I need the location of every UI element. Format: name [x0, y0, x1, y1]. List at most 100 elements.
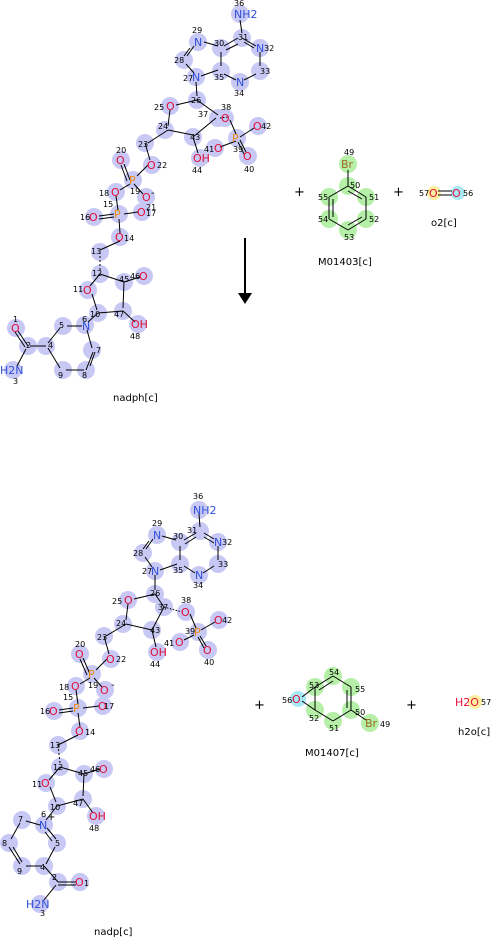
atom-o11: O: [83, 284, 92, 297]
atom-n32: N: [256, 42, 264, 55]
svg-text:26: 26: [150, 589, 160, 598]
svg-text:38: 38: [221, 103, 231, 112]
atom-o41-b: O: [175, 636, 184, 649]
svg-text:5: 5: [59, 321, 64, 330]
svg-text:8: 8: [82, 371, 87, 380]
atom-n34-b: N: [195, 569, 203, 582]
atom-o21-b: O: [100, 684, 109, 697]
h2o-molecule: H2O 57 h2o[c]: [455, 695, 491, 738]
svg-text:10: 10: [90, 310, 100, 319]
plus-sign-2: +: [393, 185, 404, 200]
svg-text:18: 18: [99, 189, 109, 198]
svg-text:55: 55: [355, 685, 365, 694]
nadph-molecule: NH2 N N N N O O P O O O OH O O P O O - O…: [0, 0, 274, 404]
svg-text:50: 50: [350, 181, 360, 190]
svg-text:5: 5: [55, 839, 60, 848]
atom-nh2: NH2: [234, 8, 258, 21]
svg-text:41: 41: [204, 145, 214, 154]
svg-text:9: 9: [17, 867, 22, 876]
svg-text:19: 19: [130, 187, 140, 196]
svg-text:45: 45: [119, 275, 129, 284]
svg-text:39: 39: [185, 627, 195, 636]
atom-o38-b: O: [181, 606, 190, 619]
svg-text:42: 42: [222, 616, 232, 625]
svg-text:42: 42: [261, 122, 271, 131]
svg-text:17: 17: [146, 209, 156, 218]
nadp-atom-numbers: 36 31 32 33 34 35 30 29 28 27 26 25 37 3…: [2, 492, 232, 918]
atom-o25: O: [166, 100, 175, 113]
atom-o1-b: O: [75, 876, 84, 889]
atom-p39-b: P: [194, 626, 201, 639]
svg-text:27: 27: [183, 74, 193, 83]
svg-text:7: 7: [18, 815, 23, 824]
svg-text:46: 46: [90, 765, 100, 774]
atom-n32-b: N: [214, 536, 222, 549]
svg-text:55: 55: [318, 193, 328, 202]
svg-text:29: 29: [152, 519, 162, 528]
svg-text:38: 38: [181, 596, 191, 605]
svg-text:15: 15: [63, 693, 73, 702]
svg-text:48: 48: [89, 824, 99, 833]
svg-text:9: 9: [58, 371, 63, 380]
o2-molecule: 57 O O 56 o2[c]: [419, 186, 473, 229]
svg-text:16: 16: [80, 213, 90, 222]
svg-text:13: 13: [91, 247, 101, 256]
svg-text:54: 54: [318, 215, 328, 224]
atom-o20: O: [116, 154, 125, 167]
atom-o16-b: O: [49, 705, 58, 718]
svg-text:29: 29: [192, 26, 202, 35]
svg-text:13: 13: [50, 741, 60, 750]
atom-o1: O: [11, 322, 20, 335]
atom-n29-b: N: [153, 529, 161, 542]
svg-text:30: 30: [173, 532, 183, 541]
svg-text:14: 14: [124, 234, 134, 243]
svg-text:11: 11: [32, 780, 42, 789]
svg-text:6: 6: [82, 315, 87, 324]
svg-text:51: 51: [329, 724, 339, 733]
label-m01403: M01403[c]: [318, 257, 372, 268]
atom-h2n: H2N: [0, 364, 24, 377]
atom-n6-b: N: [39, 819, 47, 832]
atom-oh44: OH: [193, 152, 210, 165]
atom-oh44-b: OH: [150, 646, 167, 659]
svg-text:12: 12: [53, 763, 63, 772]
atom-n34: N: [236, 76, 244, 89]
m01407-molecule: 56 O 53 54 55 50 51 52 Br 49 M01407[c]: [282, 667, 390, 759]
svg-text:56: 56: [282, 696, 292, 705]
atom-o11-b: O: [41, 777, 50, 790]
svg-text:41: 41: [164, 639, 174, 648]
label-nadp: nadp[c]: [94, 927, 133, 937]
plus-sign-4: +: [406, 698, 417, 713]
atom-br49: Br: [341, 158, 354, 171]
charge-minus-bottom: -: [111, 680, 115, 691]
svg-text:15: 15: [103, 200, 113, 209]
svg-text:2: 2: [52, 873, 57, 882]
svg-text:4: 4: [40, 863, 45, 872]
atom-o42-b: O: [214, 614, 223, 627]
atom-oh48-b: OH: [89, 810, 106, 823]
svg-text:14: 14: [85, 728, 95, 737]
svg-text:32: 32: [264, 44, 274, 53]
svg-text:47: 47: [114, 310, 124, 319]
svg-text:7: 7: [96, 346, 101, 355]
svg-text:47: 47: [73, 799, 83, 808]
m01403-molecule: Br 49 50 51 52 53 54 55 M01403[c]: [318, 148, 379, 268]
svg-text:31: 31: [187, 526, 197, 535]
atom-o14: O: [115, 231, 124, 244]
atom-o14-b: O: [75, 725, 84, 738]
svg-text:28: 28: [133, 549, 143, 558]
atom-o25-b: O: [124, 594, 133, 607]
atom-n27: N: [192, 71, 200, 84]
svg-text:35: 35: [214, 73, 224, 82]
svg-text:3: 3: [40, 909, 45, 918]
atom-p19-b: P: [88, 668, 95, 681]
svg-text:50: 50: [355, 708, 365, 717]
svg-text:24: 24: [116, 619, 126, 628]
svg-text:32: 32: [222, 538, 232, 547]
atom-o56-b: O: [292, 693, 301, 706]
atom-o16: O: [89, 211, 98, 224]
svg-text:40: 40: [244, 165, 254, 174]
svg-text:44: 44: [150, 660, 160, 669]
svg-text:8: 8: [2, 839, 7, 848]
